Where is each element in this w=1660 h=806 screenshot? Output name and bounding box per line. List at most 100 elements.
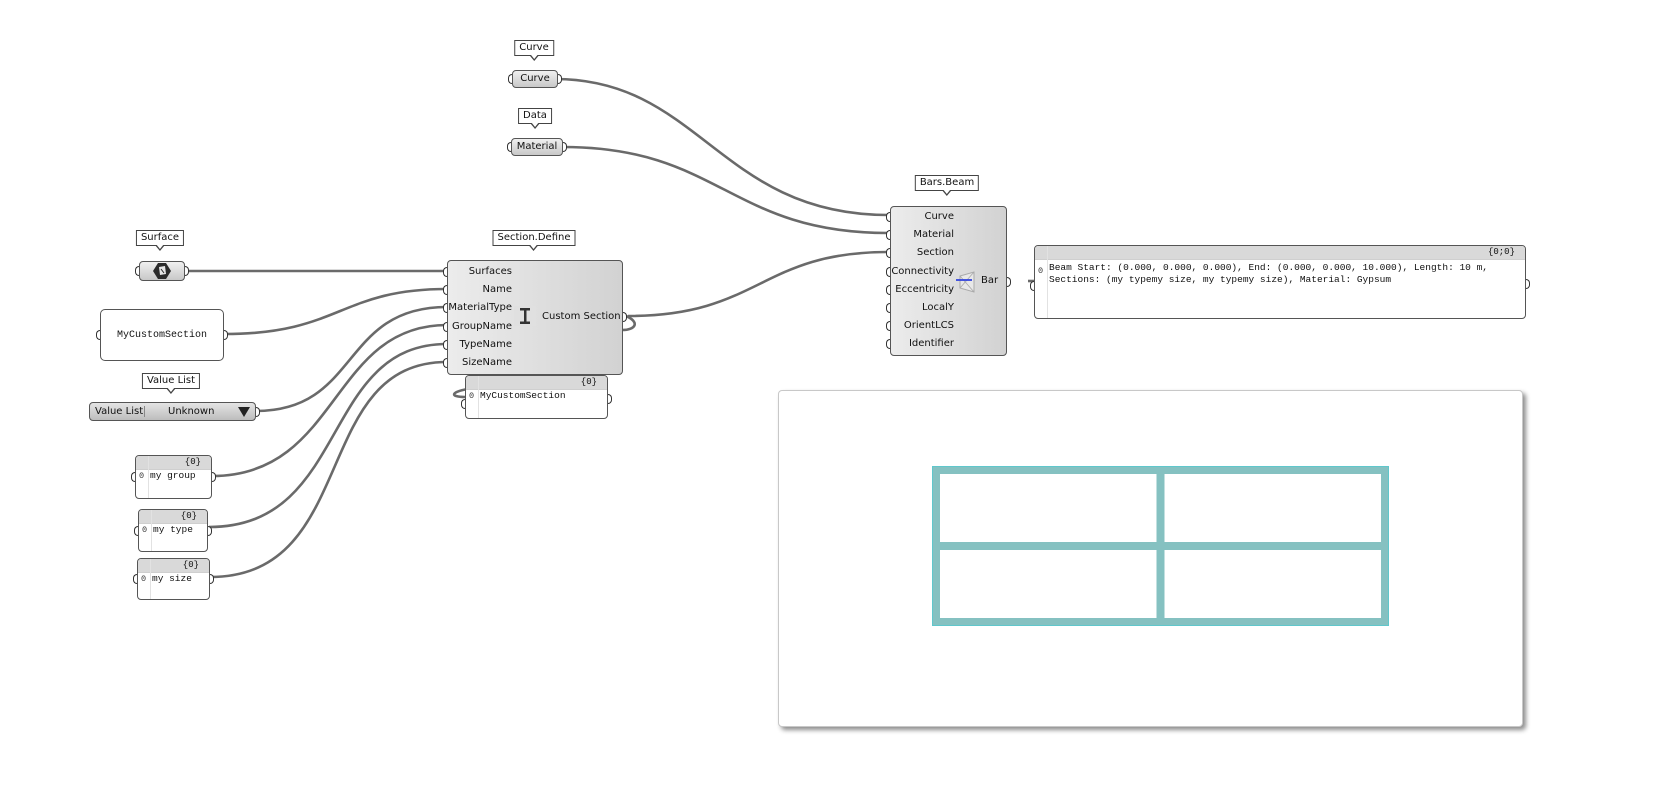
- surface-output-grip[interactable]: [185, 266, 189, 276]
- section-define-tag: Section.Define: [492, 230, 576, 251]
- row-index: 0: [139, 471, 145, 481]
- wire-section-to-beam: [627, 250, 889, 318]
- surface-icon: [153, 263, 171, 279]
- row-value-line-1: Beam Start: (0.000, 0.000, 0.000), End: …: [1049, 262, 1488, 273]
- wire-curve-to-beam: [554, 77, 889, 217]
- bars-beam-input-grip-connectivity[interactable]: [886, 266, 890, 277]
- i-beam-section-icon: [514, 306, 536, 326]
- wire-size-to-section: [209, 360, 448, 579]
- bars-beam-input-grip-section[interactable]: [886, 248, 890, 259]
- panel-path: {0}: [138, 559, 209, 573]
- material-input-grip[interactable]: [507, 142, 511, 152]
- surface-input-grip[interactable]: [135, 266, 139, 276]
- section-define-input-grip-sizename[interactable]: [443, 358, 447, 368]
- bar-output-grip[interactable]: [1007, 277, 1011, 287]
- curve-input-grip[interactable]: [508, 74, 512, 84]
- surface-param-tag: Surface: [135, 230, 185, 251]
- section-define-input-materialtype: MaterialType: [448, 302, 512, 314]
- section-flange-horizontal: [932, 542, 1389, 550]
- section-define-input-grip-typename[interactable]: [443, 339, 447, 350]
- name-text-value: MyCustomSection: [116, 329, 207, 341]
- section-preview-drawing: [932, 466, 1389, 626]
- section-define-input-grip-name[interactable]: [443, 285, 447, 296]
- material-output-grip[interactable]: [563, 142, 567, 152]
- bars-beam-input-eccentricity: Eccentricity: [895, 283, 954, 295]
- surface-param[interactable]: [135, 261, 189, 281]
- section-define-input-grip-surfaces[interactable]: [443, 267, 447, 277]
- panel-index-column: [1035, 246, 1048, 318]
- section-define-input-name: Name: [482, 284, 512, 296]
- panel-index-column: [136, 456, 149, 498]
- value-list-tag: Value List: [141, 373, 201, 394]
- group-panel-input-grip[interactable]: [131, 472, 135, 482]
- section-define-input-grip-groupname[interactable]: [443, 321, 447, 332]
- group-panel-output-grip[interactable]: [212, 472, 216, 482]
- curve-param-tag: Curve: [514, 40, 554, 61]
- value-list-selected[interactable]: Unknown: [168, 406, 215, 417]
- section-define-input-groupname: GroupName: [452, 320, 512, 332]
- value-list[interactable]: Value List Unknown: [89, 402, 260, 421]
- panel-row: 0 Beam Start: (0.000, 0.000, 0.000), End:…: [1035, 260, 1525, 276]
- section-preview-window[interactable]: [778, 390, 1523, 727]
- panel-row-continued: Sections: (my typemy size, my typemy siz…: [1035, 274, 1525, 286]
- section-define-input-grip-materialtype[interactable]: [443, 303, 447, 314]
- row-index: 0: [141, 574, 147, 584]
- bars-beam-input-grip-curve[interactable]: [886, 212, 890, 222]
- bars-beam-input-grip-localy[interactable]: [886, 303, 890, 313]
- bars-beam-input-grip-orientlcs[interactable]: [886, 321, 890, 332]
- wire-name-to-section: [224, 287, 448, 336]
- bars-beam-input-curve: Curve: [924, 211, 954, 222]
- curve-param-label: Curve: [520, 73, 550, 84]
- curve-param[interactable]: Curve: [508, 70, 562, 88]
- size-panel-output-grip[interactable]: [210, 574, 214, 584]
- size-name-panel[interactable]: {0} 0 my size: [133, 558, 214, 600]
- name-panel-input-grip[interactable]: [96, 330, 100, 340]
- material-param-label: Material: [516, 141, 558, 152]
- panel-path: {0}: [139, 510, 207, 524]
- row-value-line-2: Sections: (my typemy size, my typemy siz…: [1049, 274, 1392, 285]
- row-index: 0: [469, 391, 475, 401]
- bars-beam-input-localy: LocalY: [921, 302, 954, 313]
- section-define-input-surfaces: Surfaces: [468, 266, 512, 277]
- name-text-panel[interactable]: MyCustomSection: [96, 309, 228, 361]
- wire-group-to-section: [211, 323, 448, 478]
- panel-index-column: [139, 510, 152, 551]
- beam-panel-output-grip[interactable]: [1526, 279, 1530, 289]
- bars-beam-input-grip-identifier[interactable]: [886, 339, 890, 350]
- row-value: my size: [152, 573, 192, 584]
- section-panel-input-grip[interactable]: [461, 399, 465, 409]
- section-define-output-label: Custom Section: [542, 311, 621, 322]
- curve-output-grip[interactable]: [558, 74, 562, 84]
- value-list-output-grip[interactable]: [256, 406, 260, 417]
- bars-beam-input-connectivity: Connectivity: [891, 265, 954, 277]
- triangle-down-icon[interactable]: [238, 407, 250, 417]
- bars-beam-input-orientlcs: OrientLCS: [903, 320, 954, 332]
- size-panel-input-grip[interactable]: [133, 574, 137, 584]
- name-panel-output-grip[interactable]: [224, 330, 228, 340]
- row-index: 0: [1038, 266, 1044, 276]
- row-index: 0: [142, 525, 148, 535]
- bars-beam-input-identifier: Identifier: [908, 338, 954, 350]
- beam-panel-input-grip[interactable]: [1030, 281, 1034, 291]
- value-list-divider: [144, 406, 145, 417]
- material-param[interactable]: Material: [507, 138, 567, 156]
- section-panel-output-grip[interactable]: [608, 394, 612, 404]
- beam-bar-icon: [956, 271, 975, 293]
- section-outline: [932, 466, 1389, 626]
- bars-beam-input-grip-eccentricity[interactable]: [886, 284, 890, 295]
- type-panel-input-grip[interactable]: [134, 525, 138, 536]
- custom-section-output-grip[interactable]: [623, 312, 627, 322]
- bars-beam-input-grip-material[interactable]: [886, 230, 890, 241]
- panel-index-column: [466, 376, 479, 418]
- type-panel-output-grip[interactable]: [208, 525, 212, 536]
- bars-beam-input-material: Material: [913, 229, 954, 241]
